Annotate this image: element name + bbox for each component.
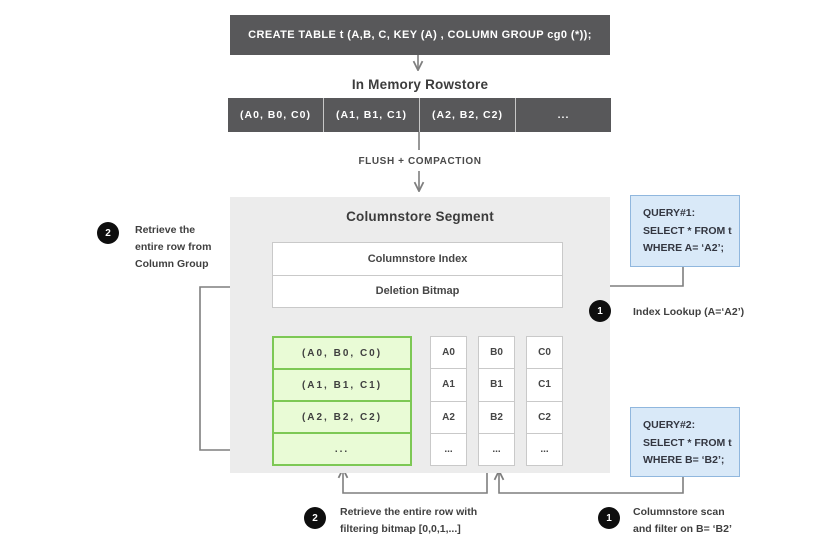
note-line: entire row from [135,241,212,253]
column-cell: A1 [431,369,466,402]
columnstore-index-row: Columnstore Index [273,243,562,276]
column-cell: B1 [479,369,514,402]
column-b-stack: B0 B1 B2 ... [478,336,515,466]
rowstore-title: In Memory Rowstore [351,77,489,92]
column-group-row: ... [334,443,350,455]
step-badge-2: 2 [304,507,326,529]
note-line: and filter on B= ‘B2’ [633,523,732,535]
rowstore-cell: ... [557,109,570,121]
index-lookup-label: Index Lookup (A=‘A2’) [633,306,745,318]
column-cell: A0 [431,337,466,370]
column-group-box: (A0, B0, C0) (A1, B1, C1) (A2, B2, C2) .… [272,336,412,466]
column-cell: ... [492,443,501,455]
note-line: Retrieve the [135,224,196,236]
column-cell: ... [444,443,453,455]
query2-box: QUERY#2: SELECT * FROM t WHERE B= ‘B2’; [630,407,740,477]
note-line: Retrieve the entire row with [340,506,478,518]
query1-line: WHERE A= ‘A2’; [643,242,724,254]
column-cell: C1 [527,369,562,402]
column-cell: C0 [527,337,562,370]
column-cell: A2 [431,402,466,434]
column-cell: ... [540,443,549,455]
rowstore-cell: (A0, B0, C0) [228,98,324,132]
column-group-row: (A0, B0, C0) [274,338,410,370]
columnstore-scan-label: Columnstore scan and filter on B= ‘B2’ [633,504,732,538]
column-group-row: (A2, B2, C2) [274,402,410,434]
note-line: Column Group [135,258,209,270]
column-a-stack: A0 A1 A2 ... [430,336,467,466]
column-cell: B2 [479,402,514,434]
rowstore-bar: (A0, B0, C0) (A1, B1, C1) (A2, B2, C2) .… [228,98,611,132]
column-c-stack: C0 C1 C2 ... [526,336,563,466]
step-badge-2: 2 [97,222,119,244]
column-cell: B0 [479,337,514,370]
step-badge-1: 1 [589,300,611,322]
query1-line: SELECT * FROM t [643,224,732,237]
column-cell: C2 [527,402,562,434]
rowstore-cell: (A1, B1, C1) [324,98,420,132]
note-line: Columnstore scan [633,506,725,518]
index-bitmap-box: Columnstore Index Deletion Bitmap [272,242,563,308]
retrieve-row-group-label: Retrieve the entire row from Column Grou… [135,222,211,273]
deletion-bitmap-row: Deletion Bitmap [375,285,460,298]
query2-line: QUERY#2: [643,419,696,431]
column-group-row: (A1, B1, C1) [274,370,410,402]
step-badge-1: 1 [598,507,620,529]
create-table-statement: CREATE TABLE t (A,B, C, KEY (A) , COLUMN… [230,15,610,55]
query2-line: SELECT * FROM t [643,436,732,449]
retrieve-row-bitmap-label: Retrieve the entire row with filtering b… [340,504,477,538]
segment-title: Columnstore Segment [346,209,494,224]
query1-line: QUERY#1: [643,207,696,219]
flush-compaction-label: FLUSH + COMPACTION [358,156,482,167]
rowstore-cell: (A2, B2, C2) [420,98,516,132]
query2-line: WHERE B= ‘B2’; [643,454,725,466]
query1-box: QUERY#1: SELECT * FROM t WHERE A= ‘A2’; [630,195,740,267]
note-line: filtering bitmap [0,0,1,...] [340,523,461,535]
